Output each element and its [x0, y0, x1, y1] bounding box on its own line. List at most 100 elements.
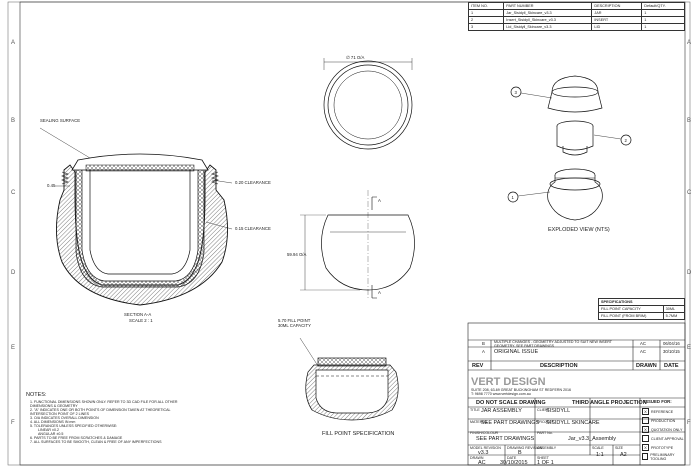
issued-option[interactable]: PRELIMINARY TOOLING — [642, 452, 685, 461]
section-marker-bottom: A — [378, 290, 381, 295]
table-row: 2 Insert_Sisidyll_Skincare_v3.3 INSERT 1 — [467, 16, 685, 24]
col-description: DESCRIPTION — [591, 2, 643, 10]
issued-option-label: PRELIMINARY TOOLING — [650, 452, 675, 461]
table-row: 1 Jar_Sisidyll_Skincare_v3.3 JAR 1 — [467, 9, 685, 17]
scale-value: 1:1 — [596, 452, 604, 458]
zone-left-b: B — [11, 118, 16, 124]
material-value: SEE PART DRAWINGS — [481, 420, 540, 426]
rev-b-drawn: AC — [640, 341, 646, 346]
exploded-view — [507, 75, 632, 221]
cell: 1 — [641, 23, 685, 31]
notes-list: 1. FUNCTIONAL DIMENSIONS SHOWN ONLY. REF… — [30, 400, 180, 444]
table-row: FILL POINT CAPACITY 30ML — [598, 305, 686, 313]
table-row: 3 Lid_Sisidyll_Skincare_v3.3 LID 1 — [467, 23, 685, 31]
zone-right-f: F — [687, 420, 691, 426]
note-item: 3. O/A INDICATES OVERALL DIMENSION — [30, 416, 99, 420]
clearance-020: 0.20 CLEARANCE — [235, 180, 271, 185]
drawing-rev-label: DRAWING REVISION — [507, 446, 543, 450]
finish-label: FINISH/COLOUR — [470, 431, 499, 435]
cell: 1 — [641, 9, 685, 17]
checkbox[interactable] — [642, 417, 649, 424]
cell: Insert_Sisidyll_Skincare_v3.3 — [503, 16, 593, 24]
note-item: LINEAR ±0.2 — [38, 428, 59, 432]
cell: 2 — [467, 16, 505, 24]
assembly-label: ASSEMBLY — [537, 446, 557, 450]
material-label: MATERIAL — [470, 420, 488, 424]
checkbox-checked[interactable]: X — [642, 426, 649, 433]
rev-a-letter: A — [482, 349, 485, 354]
specifications-table: SPECIFICATIONS FILL POINT CAPACITY 30ML … — [598, 298, 686, 320]
zone-right-a: A — [687, 40, 692, 46]
top-view — [323, 58, 413, 150]
exploded-caption: EXPLODED VIEW (NTS) — [548, 227, 610, 233]
note-item: 5. TOLERANCES UNLESS SPECIFIED OTHERWISE… — [30, 424, 118, 428]
cell: FILL POINT CAPACITY — [598, 305, 664, 313]
model-rev-value: v3.3 — [478, 450, 489, 456]
note-item: 1. FUNCTIONAL DIMENSIONS SHOWN ONLY. REF… — [30, 400, 178, 408]
parts-list-table: ITEM NO. PART NUMBER DESCRIPTION Default… — [467, 2, 685, 31]
drawn-value: AC — [478, 460, 486, 466]
fill-point-view — [299, 337, 399, 421]
checkbox-checked[interactable]: X — [642, 444, 649, 451]
rev-b-letter: B — [482, 341, 485, 346]
note-item: 6. PARTS TO BE FREE FROM SCRATCHES & DAM… — [30, 436, 123, 440]
zone-left-d: D — [11, 270, 16, 276]
issued-option-label: PRODUCTION — [651, 418, 676, 423]
dim-height: 59.94 O/A — [287, 252, 307, 257]
cell: 3 — [467, 23, 505, 31]
dim-045: 0.45 — [47, 183, 56, 188]
zone-left-c: C — [11, 190, 16, 196]
section-scale: SCALE 2 : 1 — [129, 318, 153, 323]
checkbox-checked[interactable]: X — [642, 408, 649, 415]
finish-value: SEE PART DRAWINGS — [476, 436, 535, 442]
client-value: SISIDYLL — [546, 408, 571, 414]
rev-a-description: ORIGINAL ISSUE — [494, 349, 539, 355]
note-item: 2. "A" INDICATES ONE OR BOTH POINTS OF D… — [30, 408, 171, 416]
sealing-surface-label: SEALING SURFACE — [40, 118, 81, 123]
cell: 5.7MM — [662, 312, 686, 320]
partno-label: PART No. — [537, 431, 553, 435]
rev-header-rev: REV — [472, 363, 484, 369]
model-rev-label: MODEL REVISION — [470, 446, 501, 450]
date-label: DATE — [507, 456, 517, 460]
fill-point-caption: FILL POINT SPECIFICATION — [322, 431, 395, 437]
zone-right-b: B — [687, 118, 692, 124]
issued-option-label: PROTOTYPE — [651, 445, 674, 450]
drawing-rev-value: B — [518, 450, 522, 456]
cell: 1 — [467, 9, 505, 17]
issued-option[interactable]: PRODUCTION — [642, 416, 685, 425]
cell: FILL POINT (FROM BRIM) — [598, 312, 664, 320]
size-value: A2 — [620, 452, 627, 458]
projection-label: THIRD ANGLE PROJECTION — [572, 400, 647, 406]
inner-border — [19, 1, 686, 466]
dim-top-diameter: ∅ 71 O/A — [346, 55, 365, 60]
issued-option[interactable]: CLIENT APPROVAL — [642, 434, 685, 443]
date-value: 30/10/2015 — [500, 460, 528, 466]
size-label: SIZE — [615, 446, 623, 450]
note-item: 4. ALL DIMENSIONS IN mm — [30, 420, 76, 424]
section-view — [39, 127, 233, 306]
title-label: TITLE — [470, 408, 480, 412]
checkbox[interactable] — [642, 435, 649, 442]
col-part-number: PART NUMBER — [503, 2, 593, 10]
title-value: JAR ASSEMBLY — [481, 408, 522, 414]
rev-a-drawn: AC — [640, 349, 646, 354]
notes-title: NOTES: — [26, 392, 47, 398]
zone-right-d: D — [687, 270, 692, 276]
section-marker-top: A — [378, 198, 381, 203]
specifications-title: SPECIFICATIONS — [598, 298, 685, 306]
cell: JAR — [591, 9, 643, 17]
project-label: PROJECT — [537, 420, 554, 424]
note-item: 7. ALL SURFACES TO BE SMOOTH, CLEAN & FR… — [30, 440, 162, 444]
balloon-3: 3 — [514, 89, 517, 95]
issued-option-label: REFERENCE — [651, 409, 674, 414]
checkbox[interactable] — [642, 453, 649, 460]
issued-option-label: CLIENT APPROVAL — [651, 436, 684, 441]
col-qty: Default/QTY. — [641, 2, 685, 10]
balloon-1: 1 — [511, 194, 514, 200]
clearance-015: 0.15 CLEARANCE — [235, 226, 271, 231]
